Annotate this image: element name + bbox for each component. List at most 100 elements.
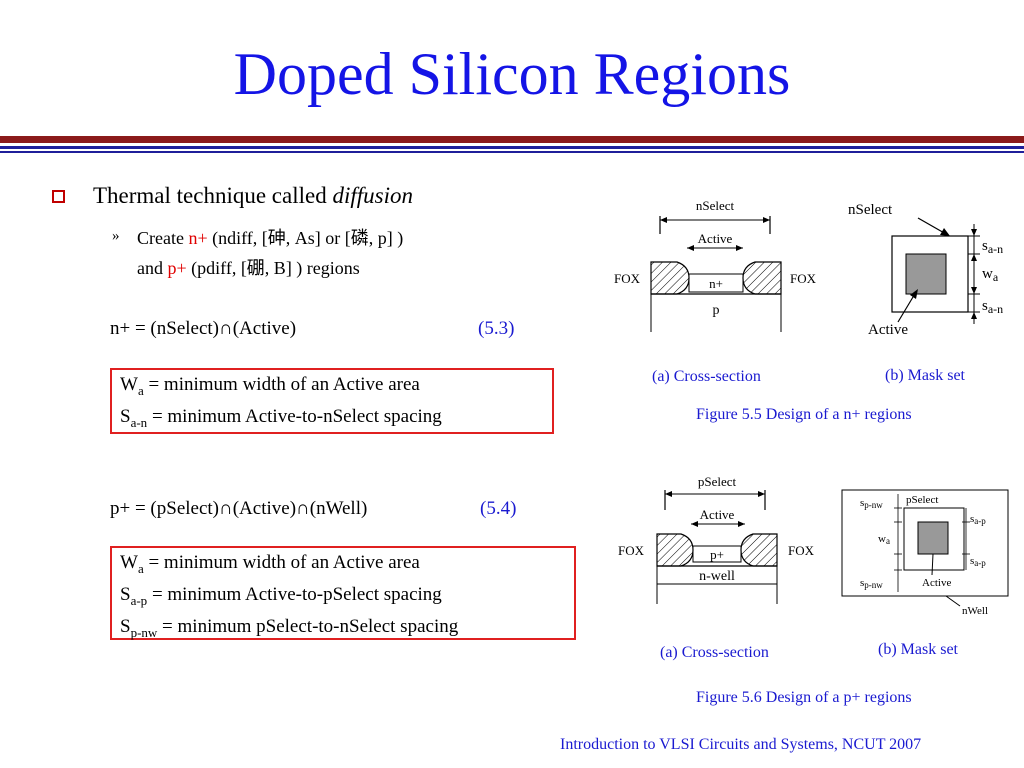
fig1-cross-section-diagram: nSelect Active n+ p FOX FOX	[614, 198, 817, 332]
box2-line-3: Sp-nw = minimum pSelect-to-nSelect spaci…	[120, 614, 566, 646]
fig2-mask-s-pnw-bottom: sp-nw	[860, 577, 883, 590]
fig2-mask-s-pnw-top: sp-nw	[860, 497, 883, 510]
fig1-nselect-label: nSelect	[696, 198, 735, 213]
box1-w-sub: a	[137, 382, 144, 398]
fig2-pselect-arrowhead-right	[758, 491, 765, 497]
box2-s2-sub: p-nw	[130, 624, 158, 640]
fig1-mask-active-rect	[905, 253, 947, 295]
box2-line-1: Wa = minimum width of an Active area	[120, 550, 566, 582]
box1-line2-rest: = minimum Active-to-nSelect spacing	[147, 405, 442, 427]
equation-5-3: n+ = (nSelect)∩(Active)	[110, 318, 297, 339]
fig2-active-arrowhead-left	[691, 521, 698, 527]
fig2-fox-left-label: FOX	[618, 543, 645, 558]
fig1-fox-right-shape	[742, 261, 782, 295]
fig1-fox-left-shape	[650, 261, 690, 295]
fig2-active-label: Active	[700, 507, 735, 522]
fig1-nplus-region	[688, 273, 744, 293]
fig2-mask-s-ap-bottom: sa-p	[970, 555, 986, 568]
definition-box-2: Wa = minimum width of an Active area Sa-…	[110, 546, 576, 640]
fig2-mask-active-rect	[917, 521, 949, 555]
box2-line2-rest: = minimum Active-to-pSelect spacing	[147, 583, 442, 605]
box2-line1-rest: = minimum width of an Active area	[143, 552, 420, 573]
equation-5-4-number: (5.4)	[480, 498, 517, 519]
square-bullet-icon	[52, 190, 65, 203]
fig2-pplus-label: p+	[710, 547, 724, 562]
fig2-mask-s-ap-top: sa-p	[970, 513, 986, 526]
title-rule-blue-1	[0, 146, 1024, 149]
definition-box-1: Wa = minimum width of an Active area Sa-…	[110, 368, 554, 434]
fig1-mask-nselect-arrowhead	[940, 228, 950, 236]
box1-s: S	[120, 405, 131, 427]
fig2-fox-right-shape	[740, 533, 778, 567]
fig2-nwell-label: n-well	[699, 569, 735, 584]
box2-w: W	[120, 552, 138, 573]
fig2-caption-b: (b) Mask set	[878, 641, 958, 658]
fig1-caption-a: (a) Cross-section	[652, 368, 761, 385]
equation-5-4: p+ = (pSelect)∩(Active)∩(nWell)	[110, 498, 368, 519]
fig2-mask-active-label: Active	[922, 577, 951, 589]
title-rule-red	[0, 136, 1024, 143]
fig2-active-arrowhead-right	[738, 521, 745, 527]
box1-line-2: Sa-n = minimum Active-to-nSelect spacing	[120, 404, 544, 436]
box1-line-1: Wa = minimum width of an Active area	[120, 372, 544, 404]
fig2-mask-active-leader	[931, 553, 934, 576]
fig2-cross-section-diagram: pSelect Active p+ n-well FOX FOX	[618, 474, 815, 604]
fig1-caption: Figure 5.5 Design of a n+ regions	[696, 406, 912, 423]
fig2-caption: Figure 5.6 Design of a p+ regions	[696, 689, 912, 706]
fig1-substrate-label: p	[713, 303, 720, 318]
fig1-mask-arrowhead-3	[971, 287, 977, 294]
equation-5-3-number: (5.3)	[478, 318, 515, 339]
fig1-mask-arrowhead-4	[971, 312, 977, 319]
box2-w-sub: a	[137, 560, 144, 576]
fig1-mask-active-label: Active	[868, 322, 908, 338]
fig1-mask-arrowhead-2	[971, 254, 977, 261]
fig1-nselect-arrowhead-right	[763, 217, 770, 223]
sub-bullet-line-1: Create n+ (ndiff, [砷, As] or [磷, p] )	[137, 224, 403, 250]
fig2-mask-nwell-label: nWell	[962, 605, 988, 617]
sub2-post: (pdiff, [硼, B] ) regions	[186, 258, 360, 278]
fig2-fox-left-shape	[656, 533, 694, 567]
fig1-nplus-label: n+	[709, 276, 723, 291]
fig1-mask-nselect-label: nSelect	[848, 202, 893, 218]
box1-line1-rest: = minimum width of an Active area	[143, 374, 420, 395]
bullet-main: Thermal technique called	[93, 183, 333, 208]
sub1-nplus: n+	[188, 228, 208, 248]
fig1-fox-left-label: FOX	[614, 271, 641, 286]
fig2-mask-pselect-label: pSelect	[906, 494, 938, 506]
fig1-fox-right-label: FOX	[790, 271, 817, 286]
box1-w: W	[120, 374, 138, 395]
fig1-caption-b: (b) Mask set	[885, 367, 965, 384]
box2-s2: S	[120, 615, 131, 637]
sub-bullet-marker: »	[112, 228, 120, 244]
sub2-pplus: p+	[167, 258, 187, 278]
fig1-mask-s-top: sa-n	[982, 238, 1003, 256]
bullet-text: Thermal technique called diffusion	[93, 183, 413, 209]
fig2-pplus-region	[692, 545, 742, 563]
bullet-emphasis: diffusion	[332, 183, 413, 208]
box2-line3-rest: = minimum pSelect-to-nSelect spacing	[157, 615, 459, 637]
box2-s1-sub: a-p	[130, 592, 148, 608]
fig2-fox-right-label: FOX	[788, 543, 815, 558]
fig2-caption-a: (a) Cross-section	[660, 644, 769, 661]
slide-title: Doped Silicon Regions	[233, 41, 791, 107]
sub-bullet-line-2: and p+ (pdiff, [硼, B] ) regions	[137, 254, 360, 280]
sub1-pre: Create	[137, 228, 189, 248]
title-rule-blue-2	[0, 151, 1024, 153]
fig1-mask-diagram: nSelect Active sa-n wa sa-n	[848, 202, 1003, 338]
fig1-mask-s-bottom: sa-n	[982, 298, 1003, 316]
fig1-active-label: Active	[698, 231, 733, 246]
fig1-mask-active-arrowhead	[910, 289, 918, 299]
fig1-nselect-arrowhead-left	[660, 217, 667, 223]
sub2-pre: and	[137, 258, 168, 278]
footer-text: Introduction to VLSI Circuits and System…	[560, 736, 922, 753]
fig2-pselect-label: pSelect	[698, 474, 737, 489]
box2-line-2: Sa-p = minimum Active-to-pSelect spacing	[120, 582, 566, 614]
fig1-mask-nselect-leader	[917, 217, 947, 235]
fig1-active-arrowhead-left	[687, 245, 694, 251]
box1-s-sub: a-n	[130, 414, 148, 430]
fig2-mask-nwell-leader	[945, 595, 961, 607]
fig2-mask-w: wa	[878, 533, 890, 546]
fig1-active-arrowhead-right	[736, 245, 743, 251]
box2-s1: S	[120, 583, 131, 605]
fig1-mask-arrowhead-1	[971, 229, 977, 236]
